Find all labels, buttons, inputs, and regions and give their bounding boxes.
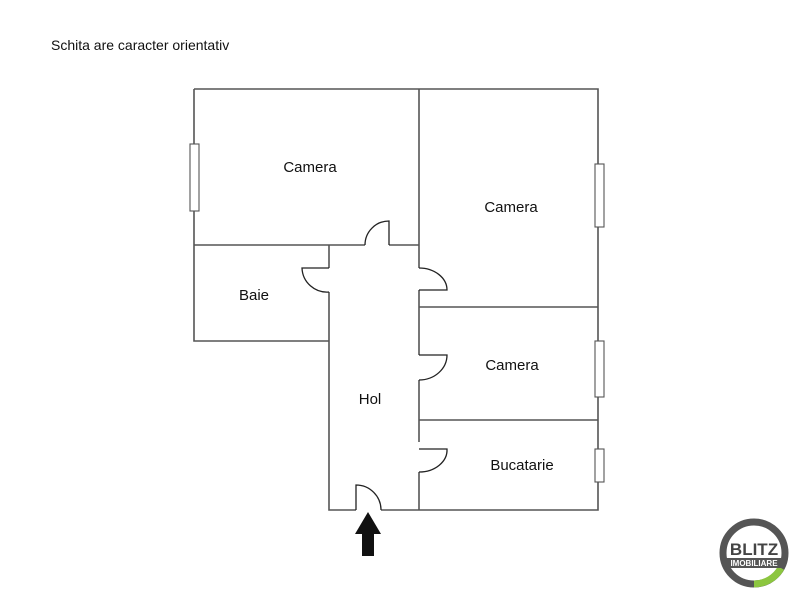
- room-label-camera-1: Camera: [283, 159, 337, 176]
- windows: [189, 143, 605, 483]
- door-bucatarie: [418, 448, 448, 473]
- room-label-bucatarie: Bucatarie: [490, 457, 553, 474]
- door-camera-2: [418, 267, 448, 291]
- door-camera-3: [418, 354, 448, 381]
- door-camera-1: [364, 220, 390, 246]
- room-label-baie: Baie: [239, 287, 269, 304]
- door-baie: [301, 267, 330, 293]
- arrow-up-icon: [355, 512, 381, 556]
- walls: [193, 88, 599, 511]
- door-entrance: [355, 484, 382, 511]
- room-label-hol: Hol: [359, 391, 382, 408]
- doors: [301, 220, 448, 511]
- disclaimer-note: Schita are caracter orientativ: [51, 37, 230, 53]
- room-label-camera-2: Camera: [484, 199, 538, 216]
- room-label-camera-3: Camera: [485, 357, 539, 374]
- logo-text-imobiliare: IMOBILIARE: [730, 559, 778, 568]
- logo-text-blitz: BLITZ: [730, 540, 778, 559]
- blitz-logo: BLITZ IMOBILIARE: [719, 518, 789, 588]
